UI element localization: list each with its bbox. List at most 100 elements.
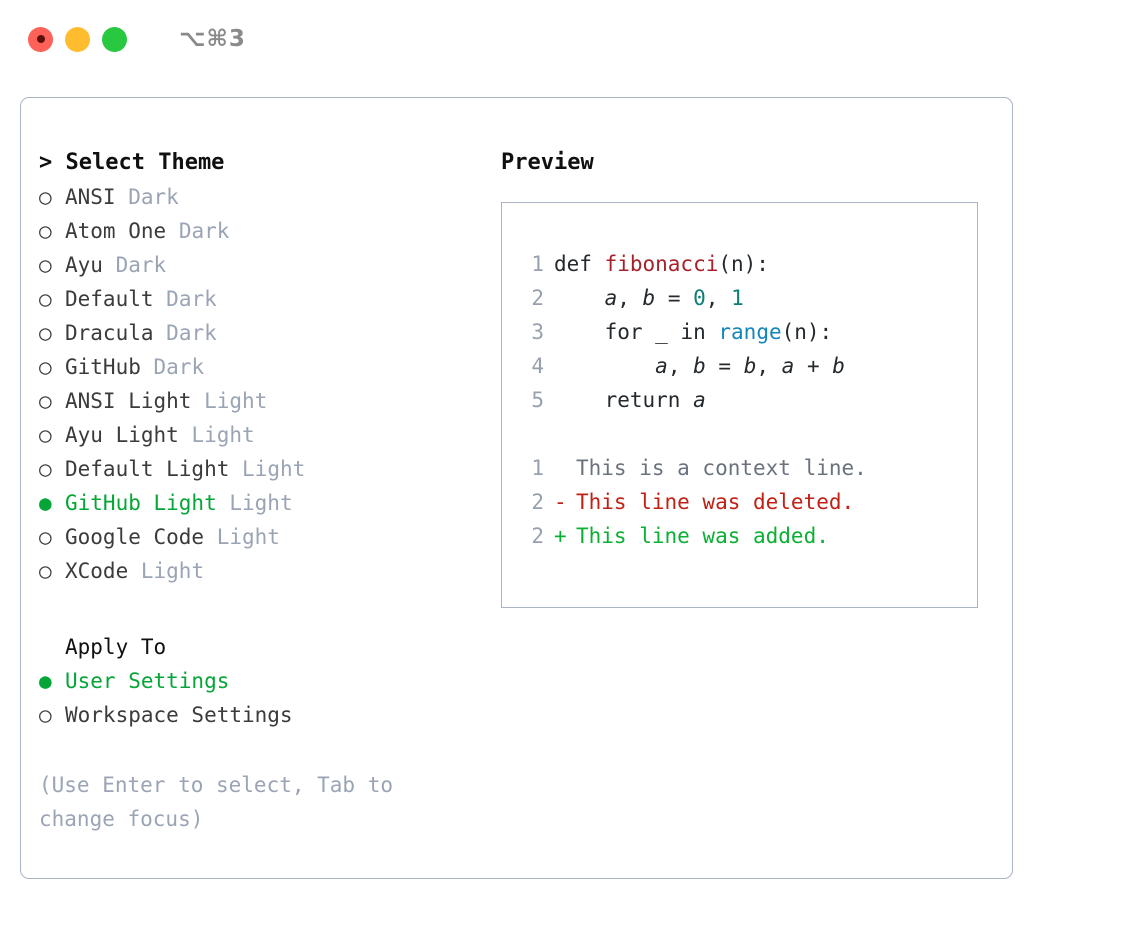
theme-option-tag: Light: [242, 457, 306, 481]
theme-option-tag: Dark: [128, 185, 179, 209]
line-number: 2: [531, 524, 544, 548]
theme-option-tag: Dark: [166, 321, 217, 345]
code-token: =: [655, 286, 694, 310]
select-theme-header: > Select Theme: [39, 150, 225, 175]
theme-option-name: Default: [65, 287, 154, 311]
diff-line-deleted: 2-This line was deleted.: [502, 485, 977, 519]
apply-to-option-label: Workspace Settings: [65, 703, 293, 727]
traffic-lights: [28, 26, 127, 52]
radio-unselected-icon: ○: [39, 423, 52, 447]
theme-option-name: Google Code: [65, 525, 205, 549]
zoom-button[interactable]: [102, 26, 127, 52]
code-line: 4 a, b = b, a + b: [502, 349, 977, 383]
diff-text: This is a context line.: [576, 456, 867, 480]
code-token: b: [743, 354, 757, 378]
theme-option-tag: Light: [204, 389, 268, 413]
theme-option-atom-one[interactable]: ○Atom One Dark: [39, 214, 489, 248]
code-token: _: [655, 320, 668, 344]
code-token: ,: [705, 286, 732, 310]
theme-option-default-light[interactable]: ○Default Light Light: [39, 452, 489, 486]
diff-marker: -: [554, 490, 567, 514]
line-number: 4: [531, 354, 544, 378]
theme-option-dracula[interactable]: ○ Dracula Dark: [39, 316, 489, 350]
theme-option-xcode[interactable]: ○XCode Light: [39, 554, 489, 588]
theme-option-tag: Dark: [153, 355, 205, 379]
line-number: 5: [531, 388, 544, 412]
theme-option-default[interactable]: ○ Default Dark: [39, 282, 489, 316]
theme-option-tag: Light: [229, 491, 293, 515]
code-token: =: [705, 354, 744, 378]
theme-option-tag: Dark: [166, 287, 217, 311]
radio-unselected-icon: ○: [39, 525, 52, 549]
code-token: a: [604, 286, 618, 310]
apply-to-section: Apply To ●User Settings○Workspace Settin…: [39, 630, 489, 732]
code-line: 3 for _ in range(n):: [502, 315, 977, 349]
theme-option-ayu[interactable]: ○Ayu Dark: [39, 248, 489, 282]
code-token: (n):: [718, 252, 769, 276]
theme-option-tag: Light: [140, 559, 205, 583]
code-token: b: [693, 354, 706, 378]
theme-option-name: GitHub: [65, 355, 141, 379]
theme-option-ayu-light[interactable]: ○Ayu Light Light: [39, 418, 489, 452]
title-bar: ⌥⌘3: [0, 0, 1140, 78]
code-token: fibonacci: [604, 252, 719, 276]
line-number: 1: [531, 456, 544, 480]
code-token: a: [693, 388, 706, 412]
theme-option-google-code[interactable]: ○Google Code Light: [39, 520, 489, 554]
radio-unselected-icon: ○: [39, 287, 52, 311]
code-token: (n):: [781, 320, 833, 344]
apply-to-option-user-settings[interactable]: ●User Settings: [39, 664, 489, 698]
close-button[interactable]: [28, 26, 53, 52]
theme-option-tag: Light: [191, 423, 255, 447]
theme-picker-column: > Select Theme ○ANSI Dark○Atom One Dark○…: [39, 146, 489, 836]
theme-option-github[interactable]: ○ GitHub Dark: [39, 350, 489, 384]
diff-text: This line was added.: [576, 524, 829, 548]
keyboard-hint: (Use Enter to select, Tab to change focu…: [39, 773, 394, 831]
keyboard-shortcut-label: ⌥⌘3: [179, 26, 246, 52]
theme-option-ansi-light[interactable]: ○ ANSI Light Light: [39, 384, 489, 418]
code-token: ,: [667, 354, 694, 378]
theme-option-name: ANSI Light: [65, 389, 192, 413]
radio-unselected-icon: ○: [39, 703, 52, 727]
radio-unselected-icon: ○: [39, 355, 52, 379]
main-panel: > Select Theme ○ANSI Dark○Atom One Dark○…: [20, 97, 1013, 879]
code-token: b: [832, 354, 845, 378]
minimize-button[interactable]: [65, 26, 90, 52]
theme-option-ansi[interactable]: ○ ANSI Dark: [39, 180, 489, 214]
recording-dot-icon: [36, 35, 45, 43]
radio-unselected-icon: ○: [39, 253, 52, 277]
code-token: return: [554, 388, 694, 412]
radio-selected-icon: ●: [39, 669, 52, 693]
radio-unselected-icon: ○: [39, 457, 52, 481]
code-token: ,: [617, 286, 643, 310]
theme-option-name: XCode: [65, 559, 129, 583]
apply-to-options[interactable]: ●User Settings ○ Workspace Settings: [39, 664, 489, 732]
diff-marker: +: [554, 524, 567, 548]
radio-unselected-icon: ○: [39, 321, 52, 345]
radio-unselected-icon: ○: [39, 219, 52, 243]
apply-to-option-workspace-settings[interactable]: ○ Workspace Settings: [39, 698, 489, 732]
code-token: a: [781, 354, 795, 378]
code-token: range: [718, 320, 782, 344]
code-token: +: [794, 354, 833, 378]
theme-option-name: ANSI: [65, 185, 116, 209]
code-token: [554, 286, 605, 310]
code-token: for: [554, 320, 656, 344]
line-number: 2: [531, 490, 544, 514]
radio-unselected-icon: ○: [39, 389, 52, 413]
code-token: 0: [693, 286, 706, 310]
theme-option-github-light[interactable]: ●GitHub Light Light: [39, 486, 489, 520]
theme-option-tag: Dark: [178, 219, 230, 243]
theme-option-name: Ayu: [65, 253, 103, 277]
theme-list[interactable]: ○ANSI Dark○Atom One Dark○Ayu Dark○Defaul…: [39, 180, 489, 588]
code-token: ,: [756, 354, 782, 378]
radio-unselected-icon: ○: [39, 185, 52, 209]
radio-selected-icon: ●: [39, 491, 52, 515]
preview-title: Preview: [501, 150, 594, 175]
theme-option-name: Dracula: [65, 321, 154, 345]
code-token: in: [667, 320, 719, 344]
diff-line-context: 1 This is a context line.: [502, 451, 977, 485]
